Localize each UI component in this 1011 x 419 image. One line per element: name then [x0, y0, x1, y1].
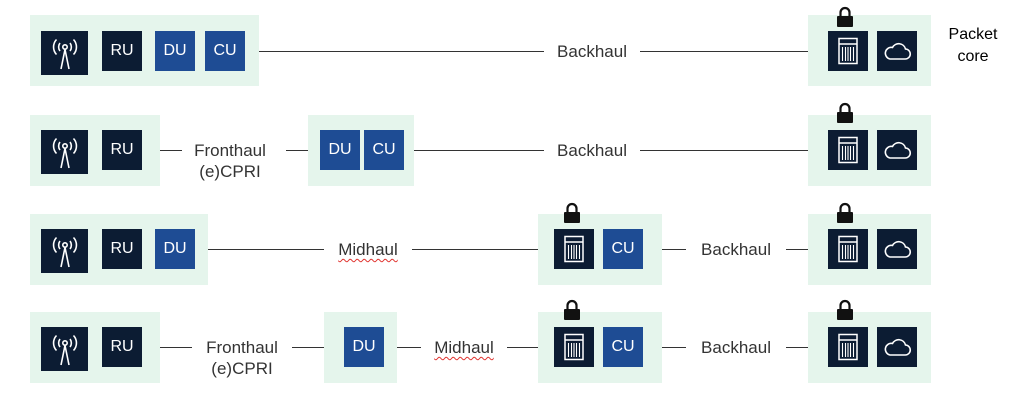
- packet-core-label: Packet core: [935, 24, 1011, 68]
- server-tile: [828, 327, 868, 367]
- lock-icon: [837, 299, 853, 320]
- du-label: DU: [352, 338, 376, 355]
- cu-label: CU: [213, 42, 237, 59]
- ru-label: RU: [110, 141, 134, 158]
- du-box: DU: [344, 327, 384, 367]
- ru-box: RU: [102, 130, 142, 170]
- cloud-icon: [884, 141, 912, 159]
- cu-box: CU: [603, 327, 643, 367]
- antenna-tower-icon: [52, 38, 77, 70]
- midhaul-line: [507, 347, 538, 348]
- cu-label: CU: [611, 338, 635, 355]
- server-rack-icon: [564, 235, 584, 263]
- midhaul-text: Midhaul: [434, 338, 494, 357]
- backhaul-label: Backhaul: [557, 42, 627, 61]
- backhaul-line: [662, 249, 686, 250]
- cloud-tile: [877, 327, 917, 367]
- server-rack-icon: [838, 136, 858, 164]
- server-tile: [554, 229, 594, 269]
- lock-icon: [837, 6, 853, 27]
- lock-icon: [837, 102, 853, 123]
- du-label: DU: [163, 240, 187, 257]
- cloud-icon: [884, 240, 912, 258]
- lock-icon: [837, 202, 853, 223]
- midhaul-line: [208, 249, 324, 250]
- server-tile: [828, 130, 868, 170]
- antenna-tile: [41, 327, 88, 371]
- du-label: DU: [328, 141, 352, 158]
- server-tile: [828, 229, 868, 269]
- ecpri-text: (e)CPRI: [211, 359, 273, 378]
- ru-box: RU: [102, 229, 142, 269]
- midhaul-line: [412, 249, 538, 250]
- cloud-tile: [877, 229, 917, 269]
- backhaul-line: [640, 51, 808, 52]
- fronthaul-label: Fronthaul (e)CPRI: [192, 337, 292, 379]
- du-box: DU: [320, 130, 360, 170]
- fronthaul-line: [292, 347, 324, 348]
- server-rack-icon: [838, 235, 858, 263]
- midhaul-text: Midhaul: [338, 240, 398, 259]
- backhaul-label: Backhaul: [557, 141, 627, 160]
- packet-text: Packet: [948, 26, 998, 43]
- server-tile: [554, 327, 594, 367]
- ru-box: RU: [102, 31, 142, 71]
- backhaul-label: Backhaul: [701, 338, 771, 357]
- ru-label: RU: [110, 42, 134, 59]
- core-text: core: [957, 48, 989, 65]
- backhaul-line: [414, 150, 544, 151]
- ru-label: RU: [110, 240, 134, 257]
- backhaul-line: [640, 150, 808, 151]
- lock-icon: [564, 202, 580, 223]
- du-box: DU: [155, 31, 195, 71]
- antenna-tower-icon: [52, 236, 77, 268]
- fronthaul-line: [160, 150, 182, 151]
- cu-box: CU: [603, 229, 643, 269]
- antenna-tile: [41, 229, 88, 273]
- cu-label: CU: [611, 240, 635, 257]
- server-tile: [828, 31, 868, 71]
- du-box: DU: [155, 229, 195, 269]
- midhaul-line: [397, 347, 421, 348]
- cloud-icon: [884, 338, 912, 356]
- antenna-tower-icon: [52, 137, 77, 169]
- server-rack-icon: [838, 333, 858, 361]
- fronthaul-label: Fronthaul (e)CPRI: [182, 140, 278, 182]
- ru-box: RU: [102, 327, 142, 367]
- fronthaul-line: [160, 347, 192, 348]
- backhaul-label: Backhaul: [701, 240, 771, 259]
- antenna-tile: [41, 31, 88, 75]
- antenna-tile: [41, 130, 88, 174]
- backhaul-line: [662, 347, 686, 348]
- cloud-tile: [877, 31, 917, 71]
- server-rack-icon: [564, 333, 584, 361]
- ru-label: RU: [110, 338, 134, 355]
- server-rack-icon: [838, 37, 858, 65]
- backhaul-line: [259, 51, 544, 52]
- cloud-tile: [877, 130, 917, 170]
- cu-box: CU: [205, 31, 245, 71]
- cu-box: CU: [364, 130, 404, 170]
- backhaul-line: [786, 347, 808, 348]
- cu-label: CU: [372, 141, 396, 158]
- midhaul-label: Midhaul: [324, 239, 412, 260]
- lock-icon: [564, 299, 580, 320]
- cloud-icon: [884, 42, 912, 60]
- antenna-tower-icon: [52, 334, 77, 366]
- ecpri-text: (e)CPRI: [199, 162, 261, 181]
- du-label: DU: [163, 42, 187, 59]
- fronthaul-text: Fronthaul: [194, 141, 266, 160]
- midhaul-label: Midhaul: [421, 337, 507, 358]
- fronthaul-line: [286, 150, 308, 151]
- backhaul-line: [786, 249, 808, 250]
- fronthaul-text: Fronthaul: [206, 338, 278, 357]
